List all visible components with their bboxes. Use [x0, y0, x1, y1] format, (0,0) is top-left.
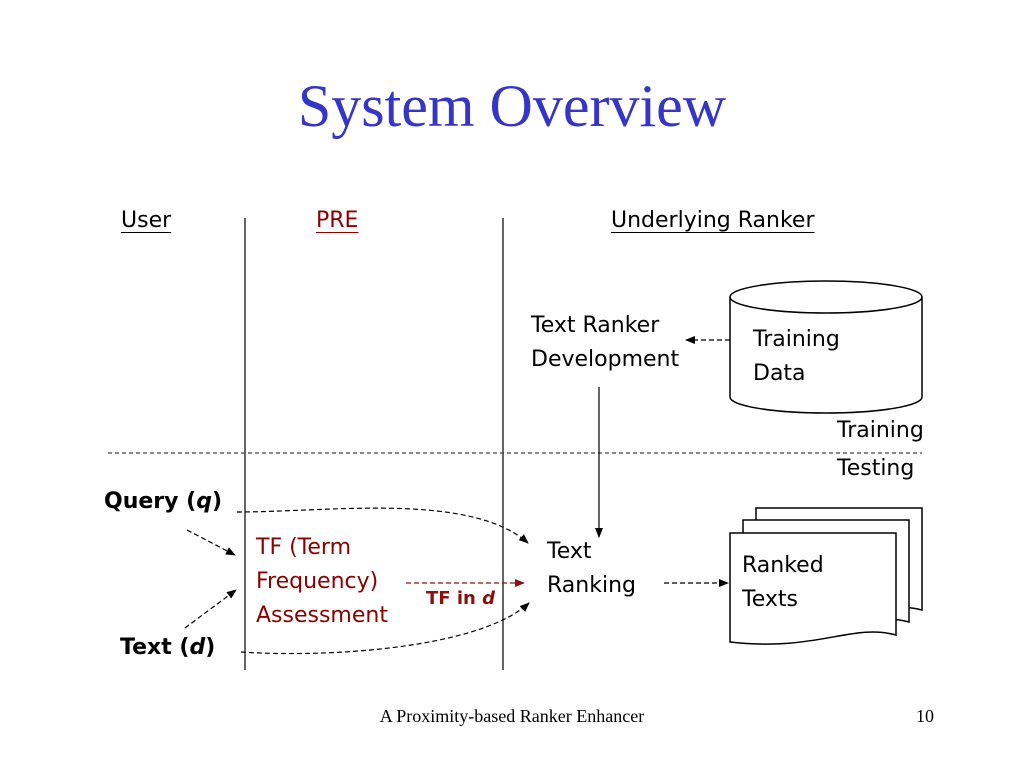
node-label-line: Text Ranker — [531, 313, 660, 338]
page-number: 10 — [916, 706, 934, 726]
tf-variable: d — [482, 588, 495, 609]
ranked-texts-stack — [729, 507, 923, 645]
phase-label-training: Training — [837, 418, 924, 443]
node-text-ranker-development: Text Ranker Development — [531, 309, 679, 377]
edge-query-to-tf — [186, 529, 236, 556]
input-query: Query (q) — [104, 485, 222, 519]
lane-header-pre: PRE — [316, 208, 359, 233]
training-data-cylinder — [729, 280, 923, 414]
node-label-line: Training — [753, 327, 840, 352]
node-label-line: TF (Term — [256, 535, 351, 560]
edge-text-to-ranking — [240, 602, 530, 655]
node-training-data: Training Data — [753, 323, 840, 391]
text-prefix: Text ( — [120, 635, 190, 660]
slide-footer: A Proximity-based Ranker Enhancer — [379, 706, 645, 726]
node-tf-assessment: TF (Term Frequency) Assessment — [256, 531, 388, 633]
query-suffix: ) — [211, 489, 223, 514]
edge-label-tf-in-d: TF in d — [426, 588, 495, 609]
node-label-line: Frequency) — [256, 569, 379, 594]
lane-header-ranker: Underlying Ranker — [611, 208, 815, 233]
input-text: Text (d) — [120, 631, 215, 665]
query-prefix: Query ( — [104, 489, 197, 514]
node-label-line: Data — [753, 361, 806, 386]
node-ranked-texts: Ranked Texts — [742, 549, 824, 617]
query-variable: q — [196, 489, 212, 514]
node-label-line: Texts — [742, 587, 798, 612]
tf-prefix: TF in — [426, 588, 483, 609]
lane-header-user: User — [121, 208, 172, 233]
node-label-line: Text — [547, 539, 592, 564]
node-label-line: Development — [531, 347, 680, 372]
phase-label-testing: Testing — [837, 456, 915, 481]
text-variable: d — [189, 635, 206, 660]
node-label-line: Ranking — [547, 573, 636, 598]
text-suffix: ) — [205, 635, 216, 660]
node-label-line: Ranked — [742, 553, 824, 578]
slide-title: System Overview — [297, 73, 727, 139]
edge-query-to-ranking — [236, 507, 529, 544]
node-label-line: Assessment — [256, 603, 388, 628]
edge-text-to-tf — [184, 589, 237, 629]
node-text-ranking: Text Ranking — [547, 535, 636, 603]
